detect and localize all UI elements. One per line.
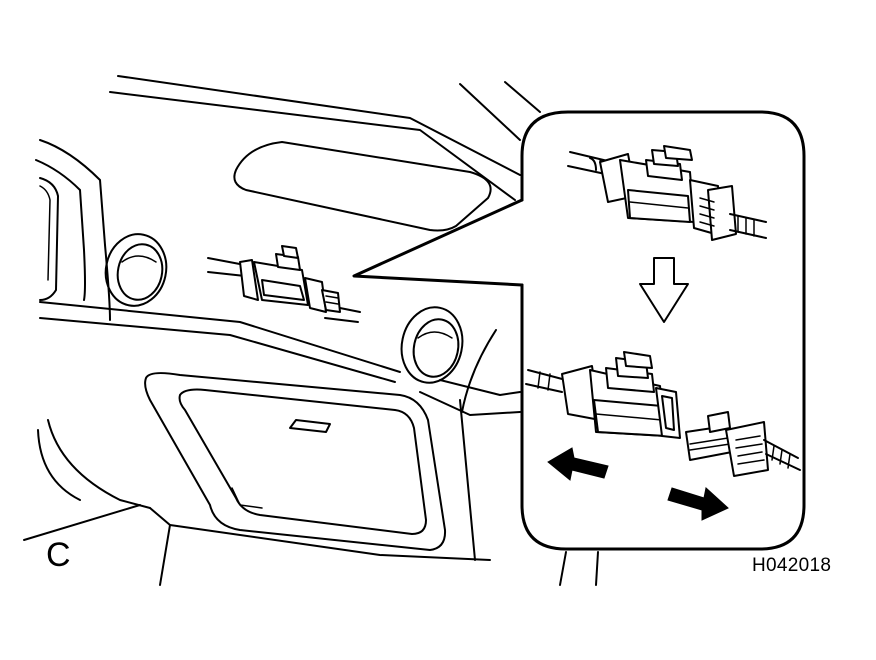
view-label: C: [46, 536, 71, 574]
upper-cover: [233, 141, 492, 232]
figure-code: H042018: [752, 555, 832, 576]
right-air-vent: [400, 306, 464, 384]
pull-right-arrow-icon: [667, 487, 729, 521]
pull-left-arrow-icon: [547, 447, 609, 481]
callout-bubble: [352, 110, 806, 551]
callout-frame: [520, 110, 806, 551]
instrument-panel: [23, 75, 599, 586]
down-arrow-icon: [639, 257, 689, 323]
connector-installed: [207, 245, 361, 323]
connector-connected-detail: [567, 145, 767, 241]
left-air-vent: [104, 233, 168, 307]
glove-box-inner: [178, 388, 427, 535]
connector-disconnected-detail: [525, 351, 801, 477]
glove-box-outer: [144, 372, 447, 551]
